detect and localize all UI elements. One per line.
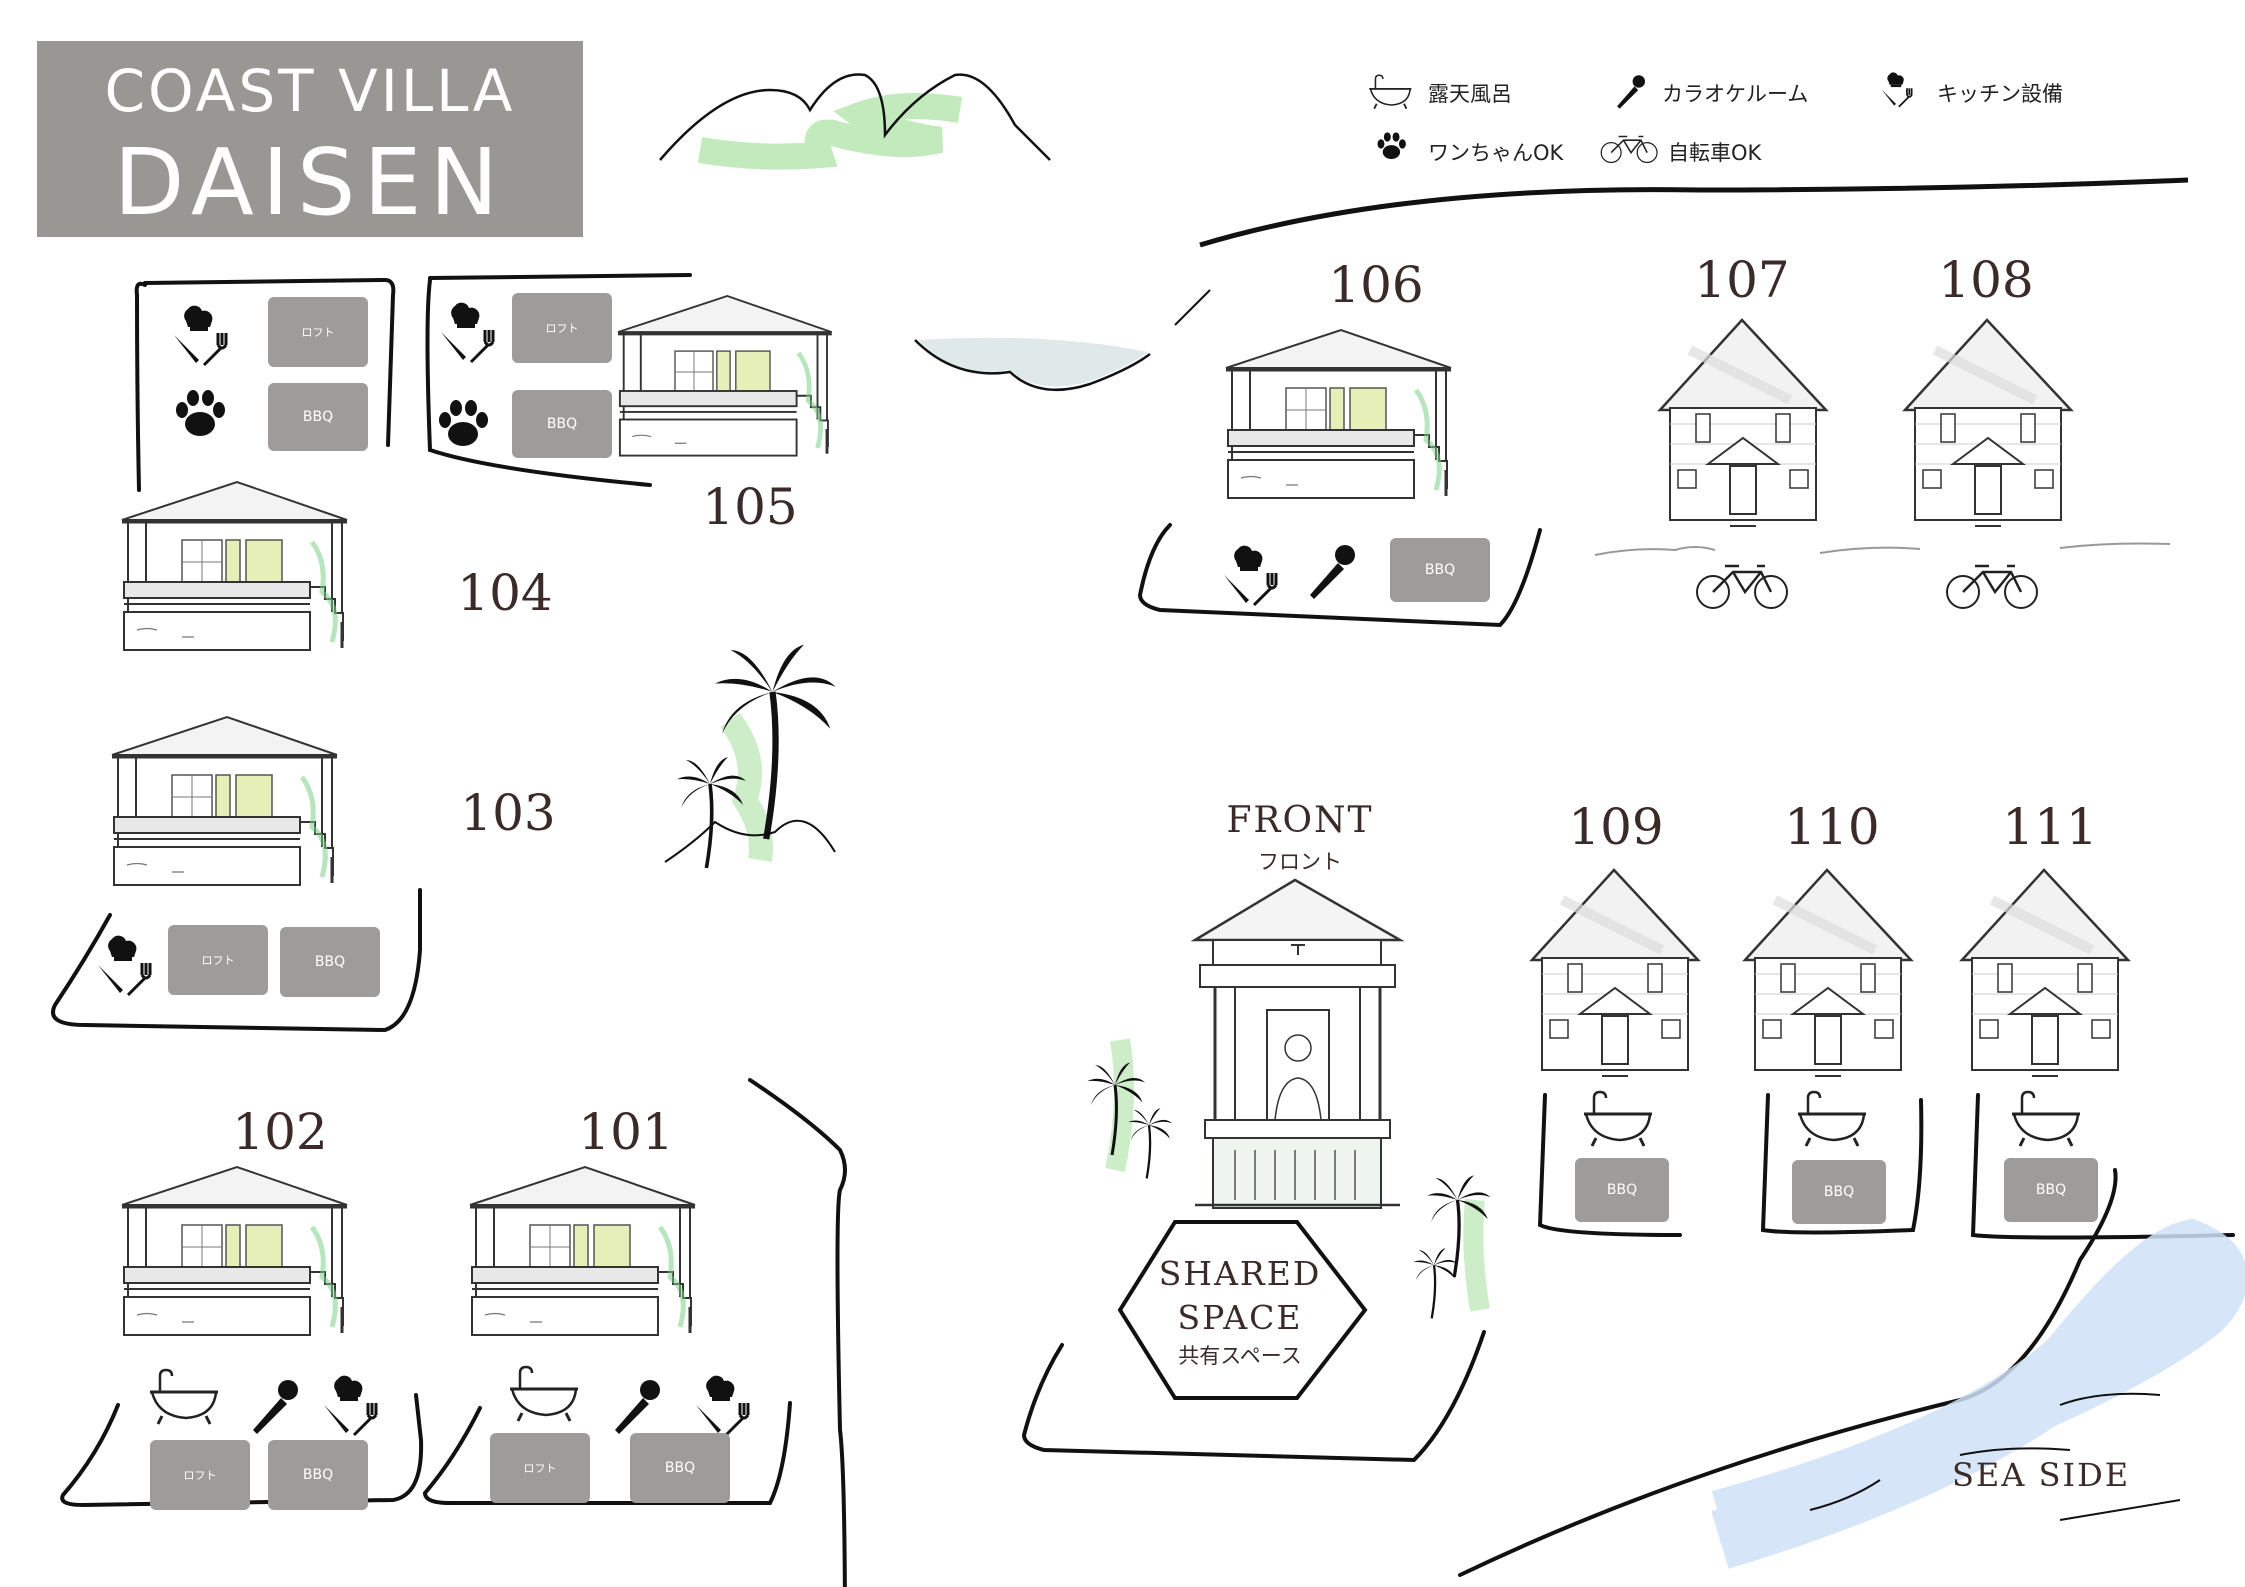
unit-label-101: 101 (578, 1103, 674, 1161)
bbq-tag-106[interactable]: BBQ (1390, 538, 1490, 602)
villa-103[interactable] (112, 717, 337, 885)
unit-label-105: 105 (702, 478, 798, 536)
legend-bicycle-icon (1600, 135, 1658, 164)
microphone-icon-101 (615, 1380, 660, 1434)
legend-label-paw: ワンちゃんOK (1428, 141, 1564, 165)
legend-label-kitchen: キッチン設備 (1937, 82, 2063, 106)
shared-space-subtitle: 共有スペース (1178, 1344, 1302, 1368)
bbq-tag-111[interactable]: BBQ (2004, 1158, 2098, 1222)
loft-tag-104[interactable]: ロフト (268, 297, 368, 367)
bathtub-icon-101 (508, 1365, 580, 1423)
bbq-tag-105[interactable]: BBQ (512, 390, 612, 458)
bbq-tag-104[interactable]: BBQ (268, 383, 368, 451)
loft-tag-102[interactable]: ロフト (150, 1440, 250, 1510)
ground-lines (1594, 542, 2171, 556)
unit-label-107: 107 (1694, 251, 1790, 309)
legend-label-bath: 露天風呂 (1428, 82, 1512, 106)
legend-kitchen: キッチン設備 (1937, 78, 2063, 108)
unit-label-104: 104 (457, 564, 553, 622)
legend-paw-icon (1377, 132, 1406, 159)
legend-microphone-icon (1617, 75, 1645, 109)
bbq-tag-102[interactable]: BBQ (268, 1440, 368, 1510)
kitchen-icon-104 (172, 304, 228, 367)
villa-102[interactable] (122, 1167, 347, 1335)
legend-bathtub-icon (1368, 74, 1413, 110)
front-subtitle: フロント (1258, 850, 1342, 874)
legend-chef-icon (1880, 71, 1913, 108)
paw-icon-105 (439, 400, 488, 446)
unit-label-111: 111 (2002, 798, 2098, 856)
front-building[interactable] (1190, 878, 1405, 1209)
shared-line2: SPACE (1177, 1298, 1303, 1337)
top-road (1199, 177, 2189, 248)
bathtub-icon-109 (1582, 1090, 1654, 1148)
house-108[interactable] (1905, 320, 2071, 526)
legend-label-mic: カラオケルーム (1662, 82, 1809, 106)
front-title: FRONT (1226, 800, 1374, 841)
villa-106[interactable] (1226, 330, 1451, 498)
unit-label-110: 110 (1784, 798, 1880, 856)
bbq-tag-101[interactable]: BBQ (630, 1433, 730, 1503)
house-110[interactable] (1745, 870, 1911, 1076)
paw-icon-104 (176, 390, 225, 436)
house-111[interactable] (1962, 870, 2128, 1076)
kitchen-icon-103 (96, 934, 152, 997)
bbq-tag-110[interactable]: BBQ (1792, 1160, 1886, 1224)
microphone-icon-102 (253, 1380, 298, 1434)
unit-label-103: 103 (460, 784, 556, 842)
bicycle-icon-107 (1695, 564, 1789, 610)
brand-line2: DAISEN (113, 129, 507, 236)
kitchen-icon-101 (694, 1374, 750, 1437)
shared-space-title: SHARED SPACE (1140, 1252, 1340, 1340)
loft-tag-103[interactable]: ロフト (168, 925, 268, 995)
villa-105[interactable] (618, 296, 832, 456)
legend-bath: 露天風呂 (1428, 78, 1512, 108)
loft-tag-101[interactable]: ロフト (490, 1433, 590, 1503)
boundary-lines (51, 273, 2235, 1587)
legend-label-bike: 自転車OK (1668, 141, 1762, 165)
bathtub-icon-110 (1796, 1090, 1868, 1148)
microphone-icon-106 (1310, 545, 1355, 599)
villa-104[interactable] (122, 482, 347, 650)
bicycle-icon-108 (1945, 564, 2039, 610)
brand-line1: COAST VILLA (104, 57, 516, 125)
bathtub-icon-102 (148, 1368, 220, 1426)
sea-wash (1711, 1218, 2245, 1569)
unit-label-109: 109 (1568, 798, 1664, 856)
palm-trees-front-left (1086, 1038, 1173, 1180)
villa-101[interactable] (470, 1167, 695, 1335)
palm-trees-front-right (1411, 1173, 1493, 1320)
legend-paw: ワンちゃんOK (1428, 137, 1563, 167)
unit-label-108: 108 (1938, 251, 2034, 309)
shared-space-hexagon[interactable] (1117, 1220, 1368, 1400)
kitchen-icon-102 (322, 1374, 378, 1437)
loft-tag-105[interactable]: ロフト (512, 293, 612, 363)
shared-line1: SHARED (1158, 1254, 1322, 1293)
kitchen-icon-106 (1222, 544, 1278, 607)
legend-bike: 自転車OK (1668, 137, 1761, 167)
sea-side-label: SEA SIDE (1952, 1456, 2131, 1494)
house-109[interactable] (1532, 870, 1698, 1076)
brand-logo: COAST VILLA DAISEN (37, 41, 583, 237)
palm-trees-center (664, 645, 836, 870)
bbq-tag-109[interactable]: BBQ (1575, 1158, 1669, 1222)
pond (914, 289, 1211, 392)
unit-label-102: 102 (232, 1103, 328, 1161)
unit-label-106: 106 (1328, 256, 1424, 314)
legend-mic: カラオケルーム (1662, 78, 1808, 108)
bathtub-icon-111 (2010, 1090, 2082, 1148)
house-107[interactable] (1660, 320, 1826, 526)
kitchen-icon-105 (439, 301, 495, 364)
mountains-illustration (659, 73, 1051, 170)
bbq-tag-103[interactable]: BBQ (280, 927, 380, 997)
